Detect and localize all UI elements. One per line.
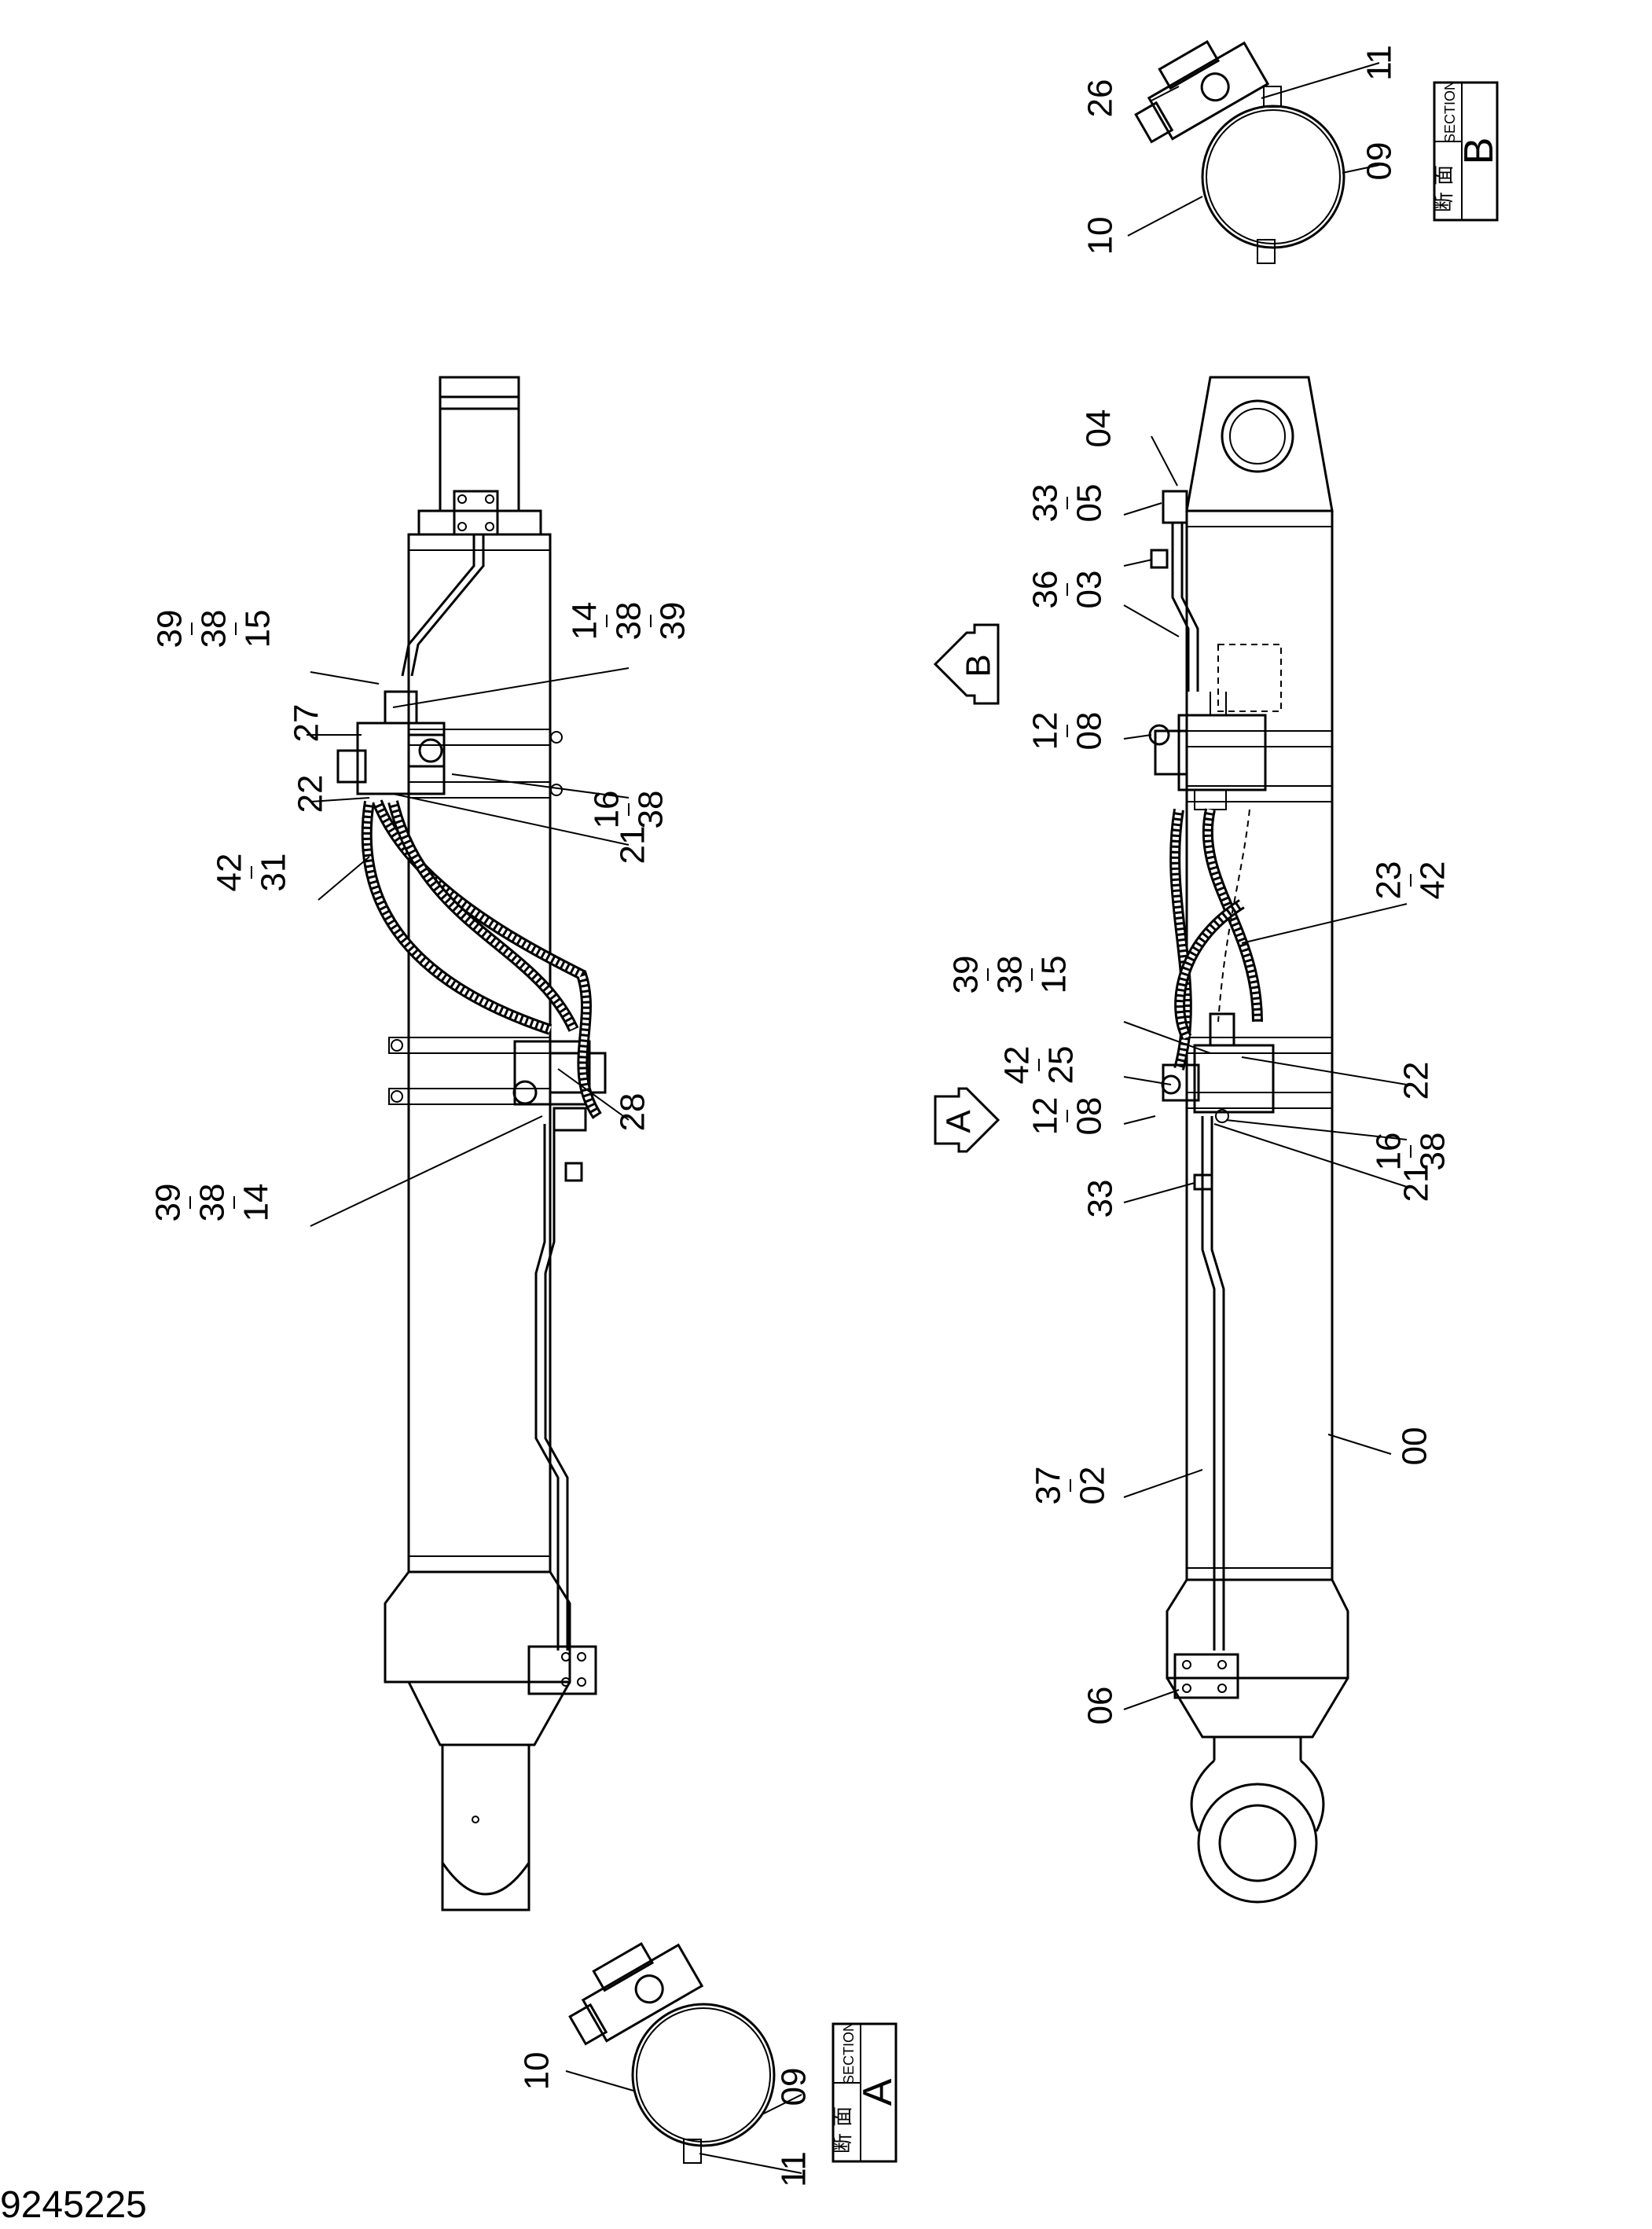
top-view-cylinder (336, 376, 607, 1911)
part-number-label: 42 (211, 854, 249, 892)
drawing-number: 9245225 (0, 2184, 147, 2226)
section-a-section-label: SECTION (841, 2022, 857, 2084)
view-arrow-a-letter: A (940, 1110, 978, 1133)
leader-lines (307, 62, 1408, 2174)
part-number-label: 38 (632, 791, 670, 829)
view-arrow-b: B (933, 623, 1000, 705)
part-number-label: 25 (1042, 1046, 1081, 1085)
part-number-label: 05 (1070, 484, 1109, 523)
part-number-label: 39 (654, 602, 692, 641)
section-b-kanji: 断 面 (1433, 165, 1456, 212)
part-number-label: 15 (1035, 956, 1074, 994)
part-number-label: 16 (588, 791, 626, 829)
part-number-label: 39 (149, 1184, 188, 1222)
section-b-letter: B (1456, 138, 1502, 165)
part-number-label: 33 (1026, 484, 1065, 523)
part-number-label: 06 (1081, 1687, 1120, 1725)
part-number-label: 42 (1414, 861, 1452, 900)
section-a-view (568, 1941, 776, 2164)
part-number-label: 22 (292, 775, 330, 813)
part-number-label: 21 (614, 826, 652, 865)
part-number-label: 23 (1370, 861, 1408, 900)
section-b-title-box: 断 面 SECTION B (1433, 80, 1502, 222)
part-number-label: 00 (1396, 1427, 1434, 1466)
view-arrow-b-letter: B (960, 654, 998, 677)
part-number-label: 11 (775, 2151, 813, 2187)
section-a-letter: A (855, 2078, 901, 2106)
part-number-label: 33 (1081, 1180, 1120, 1218)
part-number-label: 38 (195, 610, 233, 648)
part-number-label: 10 (518, 2052, 556, 2091)
part-number-label: 15 (239, 610, 277, 648)
part-number-label: 38 (193, 1184, 232, 1222)
part-number-label: 26 (1081, 79, 1120, 118)
part-number-label: 02 (1074, 1467, 1112, 1505)
part-number-label: 31 (255, 854, 293, 892)
part-number-label: 42 (998, 1046, 1037, 1085)
part-number-label: 12 (1026, 1097, 1065, 1136)
part-number-label: 39 (947, 956, 986, 994)
part-number-label: 09 (1360, 142, 1399, 181)
section-a-kanji: 断 面 (832, 2106, 855, 2154)
part-number-label: 22 (1397, 1062, 1436, 1100)
part-number-label: 11 (1360, 45, 1399, 81)
section-b-view (1134, 39, 1345, 264)
part-number-label: 21 (1397, 1164, 1436, 1203)
part-number-label: 10 (1081, 217, 1120, 255)
part-number-label: 09 (775, 2068, 813, 2106)
part-number-label: 38 (991, 956, 1030, 994)
part-number-label: 27 (288, 704, 326, 743)
part-number-label: 28 (614, 1093, 652, 1132)
part-number-label: 16 (1370, 1133, 1408, 1171)
part-number-label: 37 (1030, 1467, 1068, 1505)
part-number-label: 38 (610, 602, 648, 641)
section-a-title-box: 断 面 SECTION A (832, 2022, 901, 2163)
part-number-label: 12 (1026, 712, 1065, 751)
bottom-view-cylinder (1148, 376, 1349, 1904)
view-arrow-a: A (934, 1087, 1000, 1153)
part-number-label: 08 (1070, 712, 1109, 751)
part-number-label: 14 (566, 602, 604, 641)
part-number-label: 38 (1414, 1133, 1452, 1171)
part-number-label: 39 (151, 610, 189, 648)
part-number-label: 14 (237, 1184, 276, 1222)
part-number-label: 03 (1070, 571, 1109, 609)
part-number-label: 04 (1080, 409, 1118, 448)
section-b-section-label: SECTION (1442, 80, 1458, 143)
part-number-label: 36 (1026, 571, 1065, 609)
part-number-label: 08 (1070, 1097, 1109, 1136)
